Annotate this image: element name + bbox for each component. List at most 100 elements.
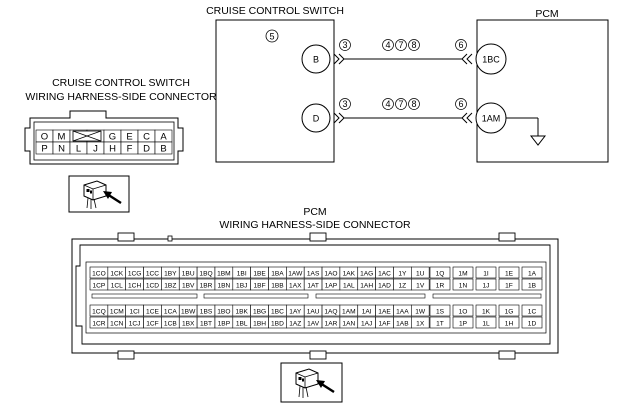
pin-label: 1AT xyxy=(307,282,319,289)
connector-pin: 1CP xyxy=(89,278,109,291)
connector-pin: 1BA xyxy=(268,266,287,279)
connector-pin: 1CK xyxy=(107,266,126,279)
pin-label: H xyxy=(109,144,116,155)
pin-label: 1L xyxy=(482,320,490,327)
terminal-circle-b xyxy=(301,44,331,74)
connector-pin: 1BI xyxy=(232,266,251,279)
connector-pin: O xyxy=(35,129,54,143)
pin-label: 1BP xyxy=(218,320,231,327)
pin-label: 1BO xyxy=(217,308,230,315)
note-number: 4 xyxy=(385,40,390,50)
pin-label: 1BE xyxy=(253,270,266,277)
harness-connector-view-icon xyxy=(280,362,343,403)
connector-pin: 1U xyxy=(410,266,430,279)
connector-pin: 1AO xyxy=(321,266,341,279)
pin-label: 1Z xyxy=(399,282,407,289)
connector-pin: 1K xyxy=(475,304,497,317)
connector-pin: 1BV xyxy=(178,278,198,291)
connector-chevron-right xyxy=(461,112,473,124)
switch-box-number: 5 xyxy=(269,32,274,42)
connector-pin: 1AE xyxy=(375,304,394,317)
pin-label: 1BQ xyxy=(199,270,212,277)
note-number: 8 xyxy=(411,99,416,109)
connector-pin: 1AN xyxy=(339,316,359,329)
note-number: 7 xyxy=(398,99,403,109)
pin-label: 1R xyxy=(436,282,445,289)
pin-label: 1B xyxy=(528,282,537,289)
connector-pin: M xyxy=(52,129,71,143)
pin-label: 1M xyxy=(458,270,467,277)
connector-pin: 1X xyxy=(410,316,430,329)
pin-label: M xyxy=(58,132,66,143)
switch-box-number-circle xyxy=(265,29,279,43)
connector-pin: 1BF xyxy=(250,278,269,291)
ground-symbol-icon xyxy=(506,117,547,146)
pin-label: 1BR xyxy=(200,282,213,289)
connector-pin: 1BB xyxy=(268,278,287,291)
cc-lock-tab xyxy=(72,130,102,142)
connector-pin: 1AD xyxy=(375,278,394,291)
connector-pin: 1S xyxy=(429,304,451,317)
connector-pin: 1CJ xyxy=(125,316,144,329)
connector-pin: 1V xyxy=(410,278,430,291)
pin-label: 1CR xyxy=(92,320,105,327)
connector-pin: 1R xyxy=(429,278,451,291)
wire-b-to-1bc: B 1BC 3 4 7 8 6 xyxy=(301,39,507,75)
pin-label: 1AC xyxy=(378,270,391,277)
pin-label: 1BV xyxy=(182,282,195,289)
connector-pin: 1M xyxy=(452,266,474,279)
pin-label: 1AV xyxy=(307,320,320,327)
pin-label: 1AI xyxy=(362,308,372,315)
pin-label: 1AM xyxy=(342,308,356,315)
connector-pin: 1BR xyxy=(196,278,216,291)
pin-label: O xyxy=(41,132,48,143)
pin-label: 1CG xyxy=(128,270,142,277)
pin-label: 1CE xyxy=(146,308,159,315)
harness-connector-view-icon xyxy=(68,175,130,213)
connector-pin: 1AP xyxy=(321,278,341,291)
note-circle xyxy=(455,98,467,110)
note-circle xyxy=(395,98,407,110)
pin-label: 1BJ xyxy=(236,282,247,289)
pin-label: 1CO xyxy=(92,270,106,277)
pin-label: 1BG xyxy=(253,308,266,315)
pin-label: 1BS xyxy=(200,308,213,315)
connector-pin: 1B xyxy=(521,278,543,291)
pin-label: 1BC xyxy=(271,308,284,315)
pin-label: 1AS xyxy=(307,270,320,277)
connector-pin: 1BW xyxy=(178,304,198,317)
pin-label: 1CN xyxy=(110,320,123,327)
pin-block-separator xyxy=(315,293,426,299)
connector-pin: N xyxy=(52,141,71,155)
pin-label: 1AL xyxy=(343,282,355,289)
pin-label: 1BK xyxy=(235,308,248,315)
connector-pin: 1BC xyxy=(268,304,287,317)
connector-pin: 1CC xyxy=(143,266,162,279)
note-circle xyxy=(455,39,467,51)
connector-pin: C xyxy=(137,129,156,143)
pin-label: 1AX xyxy=(289,282,302,289)
connector-pin: 1CE xyxy=(143,304,162,317)
connector-pin: 1BG xyxy=(250,304,269,317)
connector-pin: 1AH xyxy=(357,278,376,291)
connector-pin: 1J xyxy=(475,278,497,291)
connector-pin: 1W xyxy=(410,304,430,317)
connector-pin: 1O xyxy=(452,304,474,317)
pin-label: 1AR xyxy=(325,320,338,327)
pin-label: 1BT xyxy=(200,320,212,327)
connector-pin: 1Y xyxy=(393,266,412,279)
connector-pin: 1BK xyxy=(232,304,251,317)
pin-label: 1E xyxy=(505,270,514,277)
connector-pin: F xyxy=(120,141,139,155)
pin-label: 1BH xyxy=(253,320,266,327)
pin-label: 1BL xyxy=(236,320,248,327)
cc-connector-title-line1: CRUISE CONTROL SWITCH xyxy=(52,77,190,89)
connector-pin: 1AS xyxy=(303,266,323,279)
pin-label: 1BD xyxy=(271,320,284,327)
pin-label: 1F xyxy=(505,282,513,289)
note-circle xyxy=(382,98,394,110)
pin-label: 1CC xyxy=(146,270,159,277)
pin-label: 1CP xyxy=(93,282,106,289)
connector-pin: 1AR xyxy=(321,316,341,329)
